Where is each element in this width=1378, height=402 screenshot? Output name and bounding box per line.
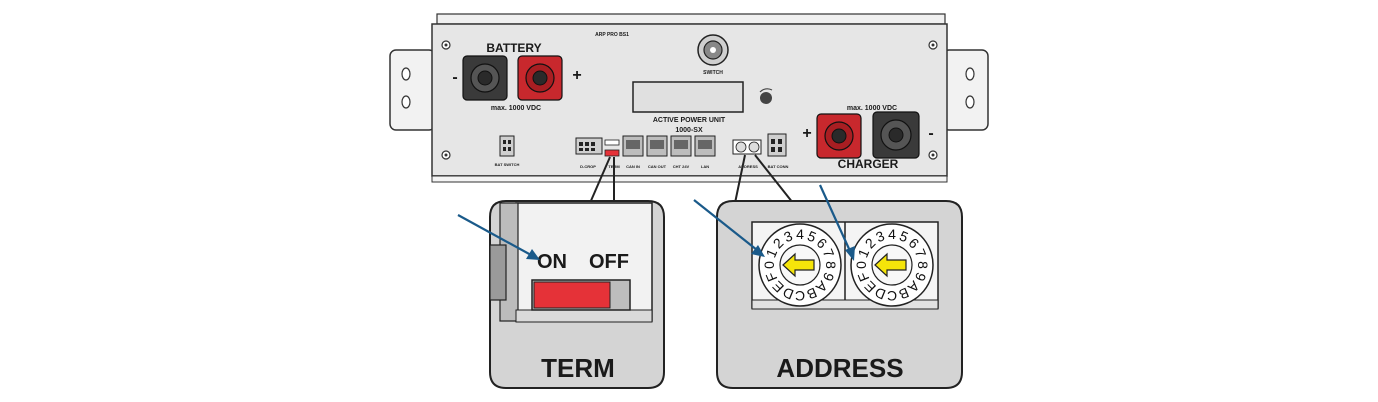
dial-label: 8 bbox=[823, 261, 839, 269]
rj45-port-can-in bbox=[622, 135, 644, 157]
port-label-lan: LAN bbox=[701, 164, 709, 169]
right-mounting-bracket bbox=[942, 49, 989, 131]
charger-max-voltage: max. 1000 VDC bbox=[847, 105, 897, 112]
term-callout: ON OFF TERM bbox=[489, 200, 665, 389]
rj45-port-cht-24v bbox=[670, 135, 692, 157]
d-crop-connector bbox=[575, 137, 603, 155]
port-label-d-crop: D-CROP bbox=[580, 164, 596, 169]
term-title: TERM bbox=[541, 353, 615, 383]
term-off-label: OFF bbox=[589, 251, 629, 273]
pointer-arrow-address-1 bbox=[693, 199, 765, 257]
battery-plus-sign: + bbox=[572, 67, 581, 84]
dial-label: 8 bbox=[915, 261, 931, 269]
pointer-arrow-term bbox=[457, 214, 540, 260]
battery-minus-sign: - bbox=[452, 69, 457, 86]
rj45-port-lan bbox=[694, 135, 716, 157]
term-dip-switch[interactable] bbox=[531, 279, 631, 311]
battery-max-voltage: max. 1000 VDC bbox=[491, 105, 541, 112]
switch-label: SWITCH bbox=[703, 70, 723, 76]
dial-label: 0 bbox=[761, 261, 777, 269]
term-on-label: ON bbox=[537, 251, 567, 273]
charger-positive-terminal bbox=[816, 113, 862, 159]
dial-label: C bbox=[887, 288, 897, 304]
charger-minus-sign: - bbox=[928, 125, 933, 142]
charger-label: CHARGER bbox=[838, 157, 899, 171]
bat-switch-label: BAT SWITCH bbox=[495, 162, 520, 167]
touch-icon bbox=[759, 88, 773, 104]
unit-model: 1000-SX bbox=[675, 127, 703, 134]
screw-icon bbox=[441, 40, 938, 160]
dial-pointer-arrow bbox=[874, 252, 907, 278]
bottom-rail bbox=[431, 175, 948, 183]
top-small-label: ARP PRO BS1 bbox=[595, 32, 629, 38]
address-dials-small bbox=[732, 139, 762, 155]
callout-leader-lines bbox=[589, 154, 794, 204]
address-small-label: ADDRESS bbox=[738, 164, 758, 169]
bat-switch-connector bbox=[499, 135, 515, 157]
dial-label: 4 bbox=[888, 226, 896, 242]
port-label-cht-24v: CHT 24V bbox=[673, 164, 690, 169]
term-switch-small bbox=[604, 139, 620, 157]
dial-pointer-arrow bbox=[782, 252, 815, 278]
charger-negative-terminal bbox=[872, 111, 920, 159]
bat-conn-label: BAT CONN bbox=[768, 164, 789, 169]
unit-name: ACTIVE POWER UNIT bbox=[653, 117, 726, 124]
rj45-port-can-out bbox=[646, 135, 668, 157]
dial-label: 4 bbox=[796, 226, 804, 242]
top-rail bbox=[436, 13, 946, 25]
left-mounting-bracket bbox=[389, 49, 436, 131]
bat-conn-connector bbox=[767, 133, 787, 157]
power-switch-knob[interactable] bbox=[697, 34, 729, 66]
dial-label: C bbox=[795, 288, 805, 304]
address-title: ADDRESS bbox=[776, 353, 903, 383]
battery-negative-terminal bbox=[462, 55, 508, 101]
port-label-can-out: CAN OUT bbox=[648, 164, 667, 169]
charger-plus-sign: + bbox=[802, 125, 811, 142]
display-screen bbox=[632, 81, 744, 113]
port-label-can-in: CAN IN bbox=[626, 164, 640, 169]
battery-label: BATTERY bbox=[486, 41, 541, 55]
dial-label: 0 bbox=[853, 261, 869, 269]
battery-positive-terminal bbox=[517, 55, 563, 101]
pointer-arrow-address-2 bbox=[818, 184, 855, 261]
